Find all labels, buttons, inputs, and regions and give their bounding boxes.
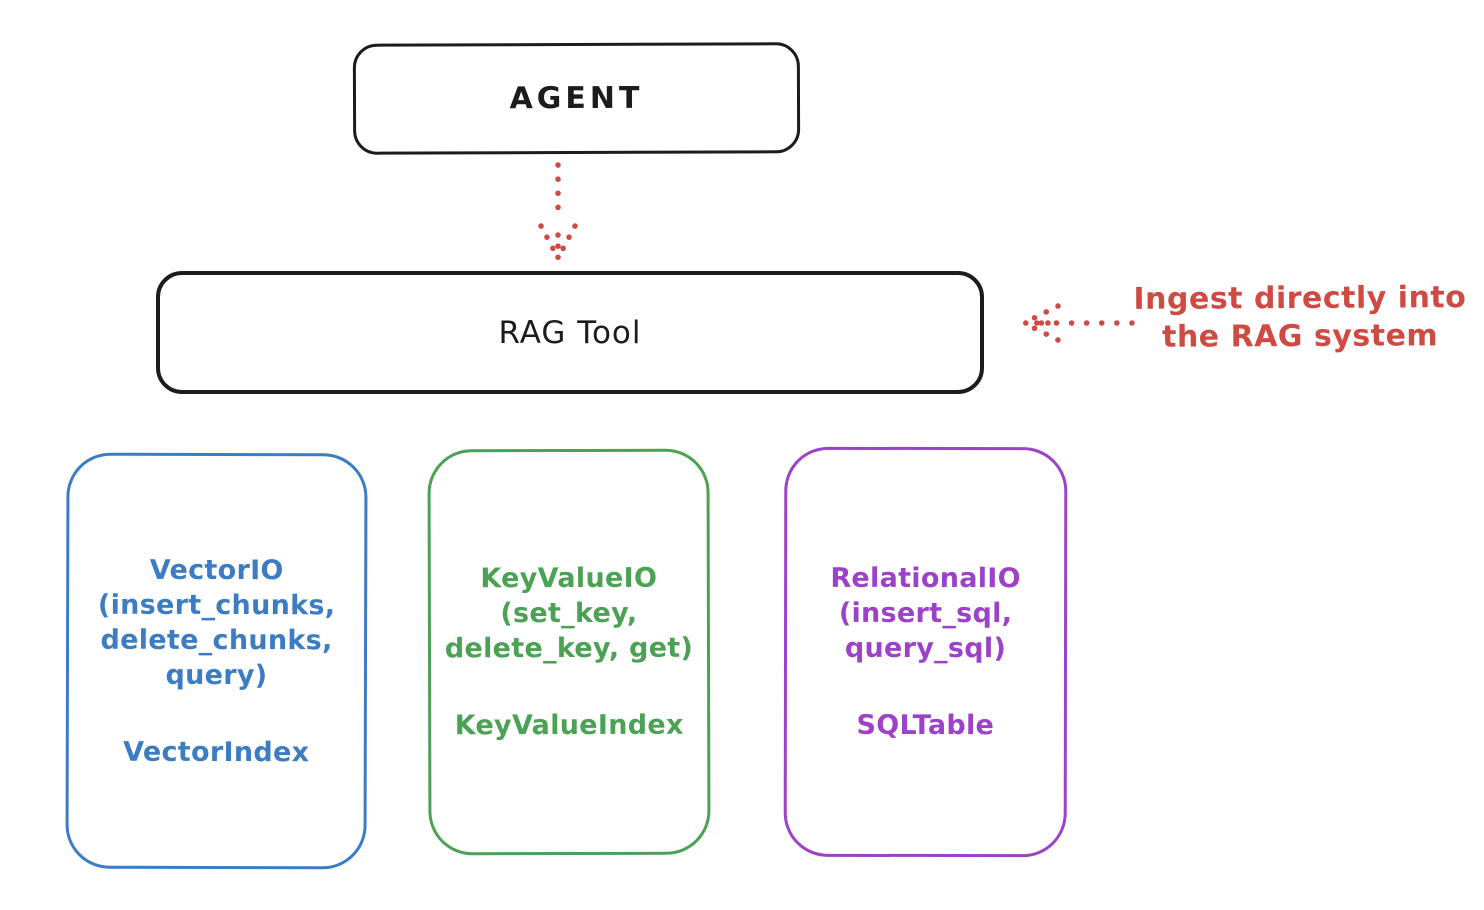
rag-tool-box: RAG Tool [156,271,984,394]
relational-io-methods: RelationalIO (insert_sql, query_sql) [830,562,1021,665]
agent-box: AGENT [352,42,801,155]
vector-io-box: VectorIO (insert_chunks, delete_chunks, … [65,452,368,870]
relational-io-index-label: SQLTable [856,709,995,742]
arrow-down-icon [538,162,578,261]
relational-io-box: RelationalIO (insert_sql, query_sql) SQL… [783,446,1068,858]
vector-io-index-label: VectorIndex [123,736,310,768]
arrow-left-icon [1021,303,1135,343]
agent-label: AGENT [509,80,644,117]
rag-tool-label: RAG Tool [498,314,642,351]
annotation-text: Ingest directly into the RAG system [1133,280,1467,355]
vector-io-methods: VectorIO (insert_chunks, delete_chunks, … [97,554,336,691]
keyvalue-io-methods: KeyValueIO (set_key, delete_key, get) [444,562,694,665]
keyvalue-io-box: KeyValueIO (set_key, delete_key, get) Ke… [427,448,711,856]
keyvalue-io-index-label: KeyValueIndex [454,709,684,742]
